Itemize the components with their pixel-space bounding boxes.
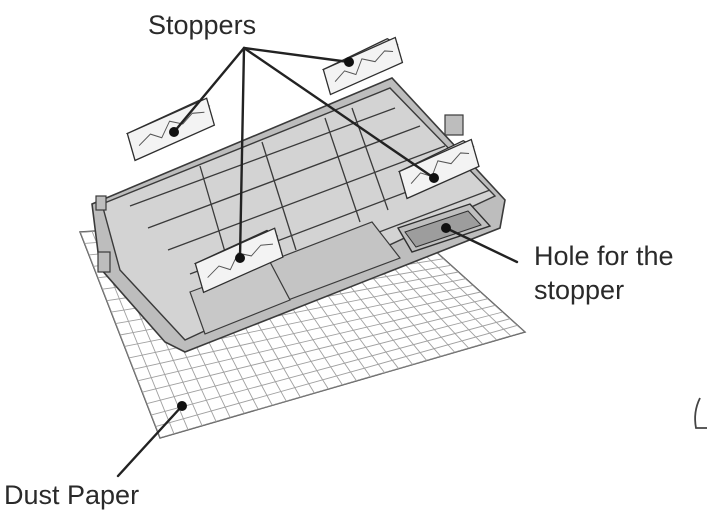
grid-line bbox=[137, 298, 489, 382]
stopper-block-icon bbox=[321, 36, 404, 96]
grid-line bbox=[150, 318, 511, 416]
leader-lines bbox=[116, 46, 519, 478]
dust-paper-label: Dust Paper bbox=[4, 480, 140, 510]
grid-line bbox=[146, 311, 503, 405]
grid-line bbox=[133, 291, 481, 370]
leader-dots bbox=[169, 57, 451, 411]
hole-for-stopper-label-line2: stopper bbox=[534, 275, 625, 305]
partial-part-icon bbox=[694, 397, 707, 429]
stoppers-label: Stoppers bbox=[148, 10, 257, 40]
grid-line bbox=[155, 324, 518, 427]
hole-for-stopper-label-line1: Hole for the bbox=[534, 241, 674, 271]
grid-line bbox=[142, 304, 496, 393]
